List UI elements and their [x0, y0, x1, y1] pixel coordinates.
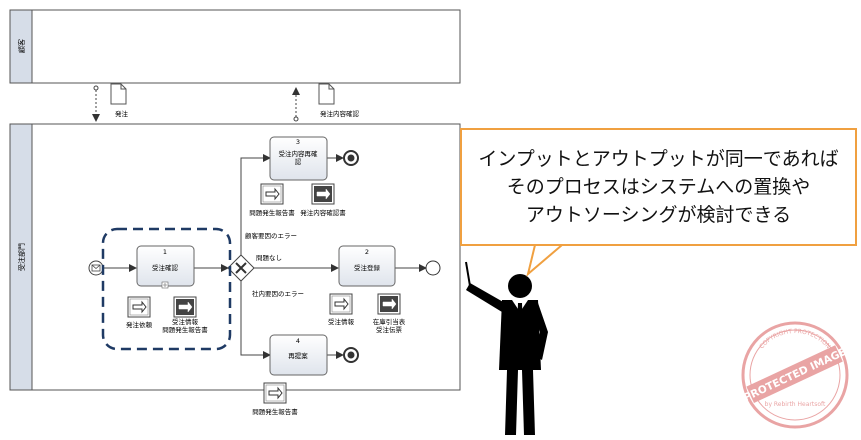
task-3-input-doc: 問題発生報告書 [249, 208, 295, 217]
callout-pointer [526, 244, 563, 277]
task-1-input-icon [127, 296, 151, 318]
task-1-number: 1 [163, 248, 167, 256]
order-department-lane-label: 受注部門 [17, 243, 26, 271]
task-3-input-icon [260, 183, 284, 205]
task-1-output-doc-2: 問題発生報告書 [162, 325, 208, 334]
task-3-output-icon [311, 183, 335, 205]
flow-label-internal-error: 社内要因のエラー [252, 289, 304, 298]
flow-label-customer-error: 顧客要因のエラー [245, 231, 297, 240]
task-2-input-doc: 受注情報 [328, 317, 355, 326]
task-3-name-line-2: 認 [295, 157, 302, 166]
stamp-main-text: PROTECTED IMAGE [742, 346, 848, 404]
flow-label-no-problem: 問題なし [256, 254, 282, 262]
start-message-event [88, 260, 104, 276]
callout-line-2: そのプロセスはシステムへの置換や [506, 176, 811, 198]
sequence-flows [104, 154, 427, 359]
task-2-input-icon [329, 293, 353, 315]
end-event-task-4 [343, 347, 359, 363]
order-message-label: 発注 [115, 109, 129, 118]
task-2-number: 2 [365, 248, 369, 256]
task-order-check: 1 受注確認 発注依頼 受注情報 問題発生報告書 [126, 245, 208, 334]
task-3-name-line-1: 受注内容再確 [279, 149, 319, 158]
task-1-name: 受注確認 [152, 263, 179, 272]
highlight-box [101, 227, 232, 351]
task-re-proposal: 4 再提案 問題発生報告書 [252, 334, 328, 416]
task-2-output-doc-1: 在庫引当表 [373, 317, 406, 326]
task-1-output-doc-1: 受注情報 [172, 317, 199, 326]
order-confirm-message-label: 発注内容確認 [320, 109, 360, 118]
callout-box: インプットとアウトプットが同一であれば そのプロセスはシステムへの置換や アウト… [460, 128, 857, 246]
task-3-output-doc: 発注内容確認書 [300, 208, 346, 217]
task-1-output-icon [173, 296, 197, 318]
presenter-figure [465, 261, 548, 435]
task-4-number: 4 [296, 337, 300, 345]
task-2-output-doc-2: 受注伝票 [376, 325, 403, 334]
task-4-input-icon [263, 382, 287, 404]
stamp-bottom-text: by Rebirth Heartsoft [765, 401, 826, 408]
end-event-task-3 [343, 150, 359, 166]
task-order-register: 2 受注登録 受注情報 在庫引当表 受注伝票 [328, 245, 406, 334]
task-4-input-doc: 問題発生報告書 [252, 407, 298, 416]
task-2-output-icon [377, 293, 401, 315]
exclusive-gateway [227, 254, 255, 282]
customer-pool: 顧客 [9, 9, 461, 84]
task-1-input-doc: 発注依頼 [126, 320, 153, 329]
task-4-name: 再提案 [288, 351, 308, 360]
task-order-reconfirm: 3 受注内容再確 認 問題発生報告書 発注内容確認書 [249, 136, 346, 217]
callout-line-1: インプットとアウトプットが同一であれば [478, 148, 839, 170]
task-3-number: 3 [296, 138, 300, 146]
customer-lane-label: 顧客 [17, 39, 26, 53]
order-message-document-icon [110, 83, 127, 105]
callout-line-3: アウトソーシングが検討できる [525, 204, 792, 226]
task-2-name: 受注登録 [354, 263, 381, 272]
message-flow-order-confirm: 発注内容確認 [292, 83, 360, 122]
protected-image-stamp: COPYRIGHT PROTECTION PROTECTED IMAGE by … [741, 321, 849, 429]
message-flow-order: 発注 [92, 83, 129, 122]
end-event-task-2 [425, 260, 441, 276]
order-confirm-message-document-icon [318, 83, 335, 105]
